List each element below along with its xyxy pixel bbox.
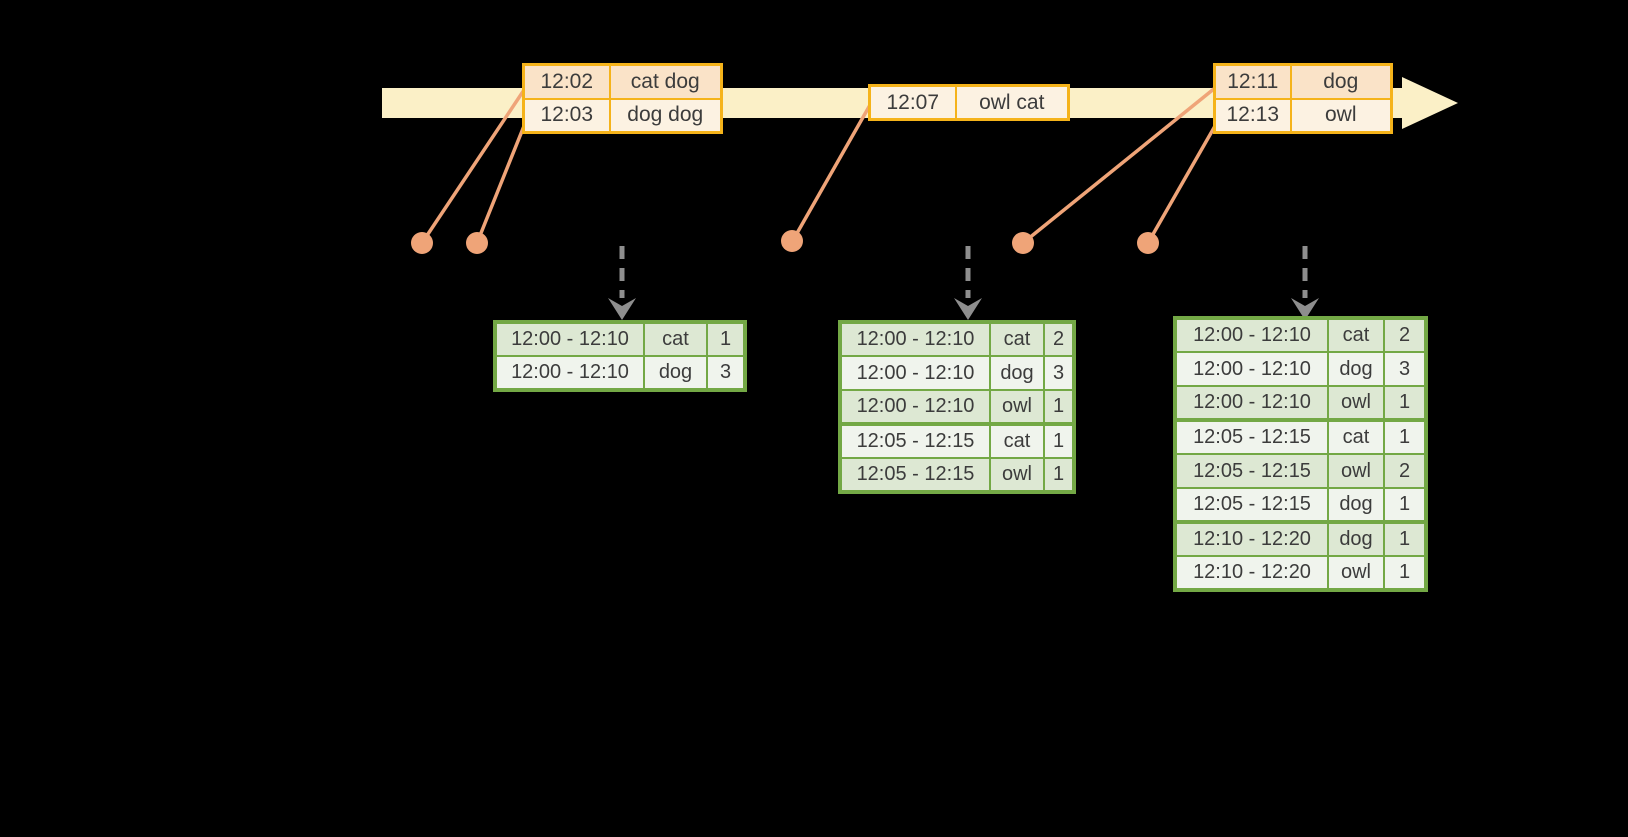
event-connector-line bbox=[420, 89, 526, 244]
result-row: 12:00 - 12:10 dog 3 bbox=[1174, 351, 1427, 387]
window-cell: 12:00 - 12:10 bbox=[494, 355, 645, 391]
result-row: 12:00 - 12:10 owl 1 bbox=[1174, 385, 1427, 421]
result-row: 12:05 - 12:15 cat 1 bbox=[839, 422, 1075, 459]
word-cell: dog bbox=[1327, 487, 1385, 523]
event-table-2: 12:07 owl cat bbox=[868, 84, 1070, 121]
result-row: 12:10 - 12:20 owl 1 bbox=[1174, 555, 1427, 591]
window-cell: 12:00 - 12:10 bbox=[839, 321, 991, 357]
event-words-cell: owl cat bbox=[954, 84, 1070, 121]
word-cell: cat bbox=[989, 422, 1045, 459]
result-row: 12:00 - 12:10 cat 2 bbox=[1174, 317, 1427, 353]
count-cell: 1 bbox=[1043, 389, 1075, 425]
count-cell: 2 bbox=[1383, 453, 1427, 489]
event-time-cell: 12:13 bbox=[1213, 97, 1292, 134]
count-cell: 3 bbox=[1043, 355, 1075, 391]
event-row: 12:02 cat dog bbox=[522, 63, 723, 100]
event-connector-line bbox=[475, 125, 526, 244]
result-row: 12:05 - 12:15 dog 1 bbox=[1174, 487, 1427, 523]
window-cell: 12:00 - 12:10 bbox=[1174, 317, 1329, 353]
event-dot bbox=[1137, 232, 1159, 254]
count-cell: 3 bbox=[1383, 351, 1427, 387]
word-cell: cat bbox=[643, 321, 708, 357]
window-cell: 12:05 - 12:15 bbox=[839, 457, 991, 493]
word-cell: dog bbox=[643, 355, 708, 391]
window-cell: 12:10 - 12:20 bbox=[1174, 520, 1329, 557]
result-row: 12:00 - 12:10 dog 3 bbox=[839, 355, 1075, 391]
event-words-cell: cat dog bbox=[608, 63, 723, 100]
result-row: 12:05 - 12:15 owl 1 bbox=[839, 457, 1075, 493]
count-cell: 3 bbox=[706, 355, 746, 391]
window-cell: 12:00 - 12:10 bbox=[494, 321, 645, 357]
event-row: 12:03 dog dog bbox=[522, 97, 723, 134]
event-words-cell: dog dog bbox=[608, 97, 723, 134]
result-row: 12:00 - 12:10 cat 2 bbox=[839, 321, 1075, 357]
count-cell: 1 bbox=[1043, 422, 1075, 459]
result-table-2: 12:00 - 12:10 cat 2 12:00 - 12:10 dog 3 … bbox=[838, 320, 1076, 494]
count-cell: 1 bbox=[706, 321, 746, 357]
result-table-3: 12:00 - 12:10 cat 2 12:00 - 12:10 dog 3 … bbox=[1173, 316, 1428, 592]
count-cell: 1 bbox=[1383, 385, 1427, 421]
result-row: 12:00 - 12:10 cat 1 bbox=[494, 321, 746, 357]
window-cell: 12:00 - 12:10 bbox=[1174, 351, 1329, 387]
word-cell: dog bbox=[989, 355, 1045, 391]
window-cell: 12:00 - 12:10 bbox=[839, 389, 991, 425]
window-cell: 12:05 - 12:15 bbox=[839, 422, 991, 459]
event-words-cell: owl bbox=[1289, 97, 1393, 134]
event-dot bbox=[466, 232, 488, 254]
event-time-cell: 12:02 bbox=[522, 63, 611, 100]
word-cell: owl bbox=[989, 457, 1045, 493]
event-table-1: 12:02 cat dog 12:03 dog dog bbox=[522, 63, 723, 134]
window-cell: 12:10 - 12:20 bbox=[1174, 555, 1329, 591]
event-connector-line bbox=[1021, 86, 1217, 245]
count-cell: 1 bbox=[1043, 457, 1075, 493]
event-row: 12:07 owl cat bbox=[868, 84, 1070, 121]
event-time-cell: 12:11 bbox=[1213, 63, 1292, 100]
result-row: 12:10 - 12:20 dog 1 bbox=[1174, 520, 1427, 557]
count-cell: 1 bbox=[1383, 520, 1427, 557]
word-cell: owl bbox=[989, 389, 1045, 425]
word-cell: owl bbox=[1327, 555, 1385, 591]
event-dot bbox=[781, 230, 803, 252]
count-cell: 1 bbox=[1383, 418, 1427, 455]
result-row: 12:05 - 12:15 owl 2 bbox=[1174, 453, 1427, 489]
word-cell: owl bbox=[1327, 453, 1385, 489]
word-cell: cat bbox=[1327, 317, 1385, 353]
count-cell: 1 bbox=[1383, 555, 1427, 591]
event-connector-line bbox=[1146, 125, 1217, 244]
word-cell: owl bbox=[1327, 385, 1385, 421]
result-row: 12:00 - 12:10 owl 1 bbox=[839, 389, 1075, 425]
event-words-cell: dog bbox=[1289, 63, 1393, 100]
event-dot bbox=[1012, 232, 1034, 254]
result-table-1: 12:00 - 12:10 cat 1 12:00 - 12:10 dog 3 bbox=[493, 320, 747, 392]
count-cell: 1 bbox=[1383, 487, 1427, 523]
result-row: 12:00 - 12:10 dog 3 bbox=[494, 355, 746, 391]
trigger-arrow-head-icon bbox=[608, 298, 636, 320]
event-row: 12:13 owl bbox=[1213, 97, 1393, 134]
event-dot bbox=[411, 232, 433, 254]
trigger-arrow-head-icon bbox=[1291, 298, 1319, 320]
window-cell: 12:00 - 12:10 bbox=[839, 355, 991, 391]
event-row: 12:11 dog bbox=[1213, 63, 1393, 100]
word-cell: dog bbox=[1327, 520, 1385, 557]
event-time-cell: 12:07 bbox=[868, 84, 957, 121]
word-cell: cat bbox=[989, 321, 1045, 357]
window-cell: 12:05 - 12:15 bbox=[1174, 487, 1329, 523]
trigger-arrow-head-icon bbox=[954, 298, 982, 320]
window-cell: 12:05 - 12:15 bbox=[1174, 418, 1329, 455]
window-cell: 12:05 - 12:15 bbox=[1174, 453, 1329, 489]
count-cell: 2 bbox=[1043, 321, 1075, 357]
word-cell: dog bbox=[1327, 351, 1385, 387]
result-row: 12:05 - 12:15 cat 1 bbox=[1174, 418, 1427, 455]
window-cell: 12:00 - 12:10 bbox=[1174, 385, 1329, 421]
count-cell: 2 bbox=[1383, 317, 1427, 353]
word-cell: cat bbox=[1327, 418, 1385, 455]
event-connector-line bbox=[790, 104, 872, 243]
event-time-cell: 12:03 bbox=[522, 97, 611, 134]
event-table-3: 12:11 dog 12:13 owl bbox=[1213, 63, 1393, 134]
timeline-arrow-head-icon bbox=[1402, 77, 1458, 129]
